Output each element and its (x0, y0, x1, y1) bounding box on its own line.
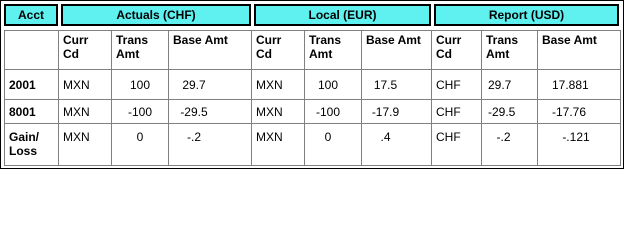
row-8001-actuals-base: -29.5 (169, 100, 252, 124)
actuals-curr-cd-label: Curr Cd (59, 31, 112, 70)
data-grid: Curr Cd Trans Amt Base Amt Curr Cd Trans… (4, 30, 621, 166)
row-gain-loss-acct: Gain/ Loss (5, 124, 59, 165)
report-table-frame: Acct Actuals (CHF) Local (EUR) Report (U… (0, 0, 624, 169)
row-2001-report-base: 17.881 (538, 70, 620, 100)
row-8001-local-curr: MXN (252, 100, 305, 124)
row-8001-report-trans: -29.5 (482, 100, 538, 124)
acct-header: Acct (4, 4, 58, 26)
row-2001-report-trans: 29.7 (482, 70, 538, 100)
report-usd-header: Report (USD) (434, 4, 619, 26)
row-gain-loss-actuals-curr: MXN (59, 124, 112, 165)
row-2001-actuals-base: 29.7 (169, 70, 252, 100)
acct-subheader-empty (5, 31, 59, 70)
row-gain-loss-local-base: .4 (362, 124, 432, 165)
row-2001-report-curr: CHF (432, 70, 482, 100)
row-gain-loss-report-trans: -.2 (482, 124, 538, 165)
actuals-trans-amt-label: Trans Amt (112, 31, 169, 70)
row-8001-actuals-trans: -100 (112, 100, 169, 124)
actuals-base-amt-label: Base Amt (169, 31, 252, 70)
row-gain-loss-actuals-base: -.2 (169, 124, 252, 165)
row-gain-loss-local-trans: 0 (305, 124, 362, 165)
row-2001-local-trans: 100 (305, 70, 362, 100)
report-base-amt-label: Base Amt (538, 31, 620, 70)
row-8001-local-trans: -100 (305, 100, 362, 124)
local-curr-cd-label: Curr Cd (252, 31, 305, 70)
row-2001-actuals-trans: 100 (112, 70, 169, 100)
actuals-chf-header: Actuals (CHF) (61, 4, 251, 26)
row-2001-acct: 2001 (5, 70, 59, 100)
row-gain-loss-report-curr: CHF (432, 124, 482, 165)
row-2001-actuals-curr: MXN (59, 70, 112, 100)
local-base-amt-label: Base Amt (362, 31, 432, 70)
row-gain-loss-actuals-trans: 0 (112, 124, 169, 165)
report-trans-amt-label: Trans Amt (482, 31, 538, 70)
row-8001-report-curr: CHF (432, 100, 482, 124)
row-2001-local-curr: MXN (252, 70, 305, 100)
row-8001-local-base: -17.9 (362, 100, 432, 124)
report-curr-cd-label: Curr Cd (432, 31, 482, 70)
row-2001-local-base: 17.5 (362, 70, 432, 100)
row-8001-actuals-curr: MXN (59, 100, 112, 124)
row-8001-acct: 8001 (5, 100, 59, 124)
row-gain-loss-local-curr: MXN (252, 124, 305, 165)
local-eur-header: Local (EUR) (254, 4, 431, 26)
local-trans-amt-label: Trans Amt (305, 31, 362, 70)
row-gain-loss-report-base: -.121 (562, 130, 590, 144)
row-8001-report-base: -17.76 (538, 100, 620, 124)
